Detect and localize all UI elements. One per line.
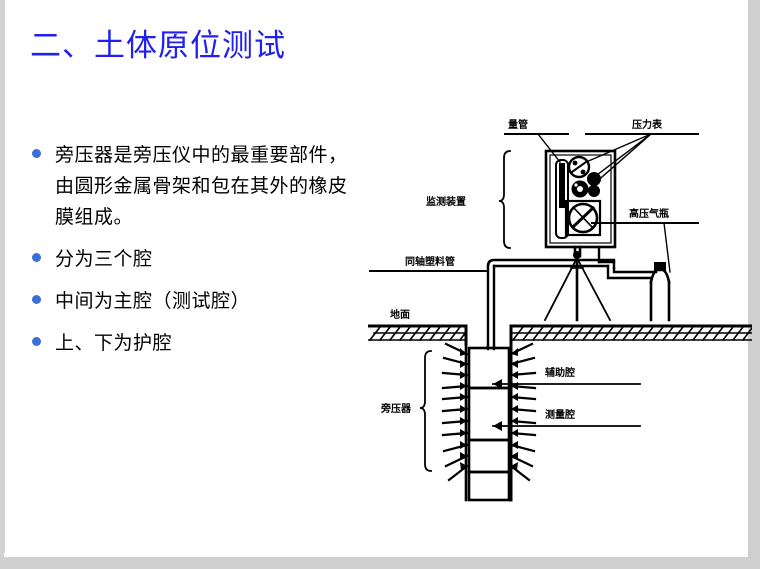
gas-cylinder-valve	[654, 262, 666, 271]
list-item: 中间为主腔（测试腔）	[32, 286, 362, 317]
bullet-dot-icon	[32, 149, 41, 158]
label-ground-surface: 地面	[390, 308, 410, 321]
coaxial-tube-horizontal-outer	[486, 258, 616, 268]
slide-frame-right-inner	[744, 0, 748, 560]
slide-frame-left-inner	[5, 0, 8, 560]
ground-hatch-left	[368, 325, 468, 342]
lower-gauge-crosshair	[572, 206, 594, 229]
label-measuring-chamber: 测量腔	[545, 408, 575, 421]
gauge-mark-b	[580, 169, 586, 175]
pressuremeter-diagram: 量管 压力表 监测装置 高压气瓶 同轴塑料管 地面 辅助腔 测量腔 旁压器	[368, 96, 752, 528]
slide-frame-bottom-inner	[4, 553, 748, 557]
label-gas-cylinder: 高压气瓶	[629, 207, 669, 220]
label-pressure-gauge: 压力表	[632, 118, 663, 131]
auxiliary-chamber-arrowhead	[493, 379, 502, 389]
bullet-list: 旁压器是旁压仪中的最重要部件，由圆形金属骨架和包在其外的橡皮膜组成。 分为三个腔…	[32, 140, 362, 370]
valve-knob-2-center	[577, 186, 583, 192]
measuring-tube-body	[555, 159, 569, 239]
measuring-tube-fluid	[559, 163, 565, 208]
measuring-tube-leader-line	[537, 133, 561, 163]
pressure-gauge-needle-1	[570, 160, 588, 174]
bullet-dot-icon	[32, 295, 41, 304]
list-item: 上、下为护腔	[32, 328, 362, 359]
list-item: 分为三个腔	[32, 244, 362, 275]
bullet-text: 中间为主腔（测试腔）	[55, 290, 251, 312]
slide-frame-bottom-edge	[0, 557, 760, 569]
probe-measuring-chamber	[467, 386, 511, 442]
label-pressuremeter-probe: 旁压器	[380, 402, 412, 415]
valve-knob-3	[588, 185, 600, 197]
probe-tip	[467, 470, 511, 502]
expansion-arrows-right	[509, 342, 537, 482]
slide-frame-right-edge	[748, 0, 760, 569]
list-item: 旁压器是旁压仪中的最重要部件，由圆形金属骨架和包在其外的橡皮膜组成。	[32, 140, 362, 233]
probe-lower-guard-chamber	[467, 438, 511, 474]
label-coaxial-plastic-tube: 同轴塑料管	[405, 255, 455, 268]
probe-upper-guard-chamber	[467, 346, 511, 390]
valve-knob-2-dot	[574, 183, 578, 187]
diagram-svg: 量管 压力表 监测装置 高压气瓶 同轴塑料管 地面 辅助腔 测量腔 旁压器	[368, 118, 752, 502]
bullet-dot-icon	[32, 337, 41, 346]
pressure-gauge-leader-line-2	[592, 133, 652, 179]
gas-supply-pipe	[612, 266, 658, 274]
bullet-dot-icon	[32, 253, 41, 262]
slide-frame-left-edge	[0, 0, 5, 560]
bullet-text: 旁压器是旁压仪中的最重要部件，由圆形金属骨架和包在其外的橡皮膜组成。	[55, 144, 348, 228]
gas-cylinder-leader-line	[663, 222, 671, 273]
outlet-joint	[573, 251, 581, 259]
label-monitoring-device: 监测装置	[426, 195, 466, 208]
expansion-arrows-left	[441, 342, 469, 482]
label-measuring-tube: 量管	[508, 118, 528, 131]
bullet-text: 分为三个腔	[55, 248, 153, 270]
measuring-chamber-arrowhead	[493, 421, 502, 431]
page-title: 二、土体原位测试	[30, 28, 286, 64]
gas-cylinder-shoulder	[649, 268, 671, 284]
pressuremeter-brace	[419, 350, 432, 472]
gauge-mark-a	[572, 160, 578, 166]
monitoring-device-brace	[498, 150, 511, 249]
bullet-text: 上、下为护腔	[55, 332, 173, 354]
gas-supply-pipe-2	[606, 264, 652, 280]
lower-gauge-frame	[564, 199, 602, 237]
control-box-inner	[549, 154, 612, 244]
label-auxiliary-chamber: 辅助腔	[545, 366, 575, 379]
ground-hatch-right	[511, 325, 752, 342]
valve-knob-1	[587, 172, 601, 186]
